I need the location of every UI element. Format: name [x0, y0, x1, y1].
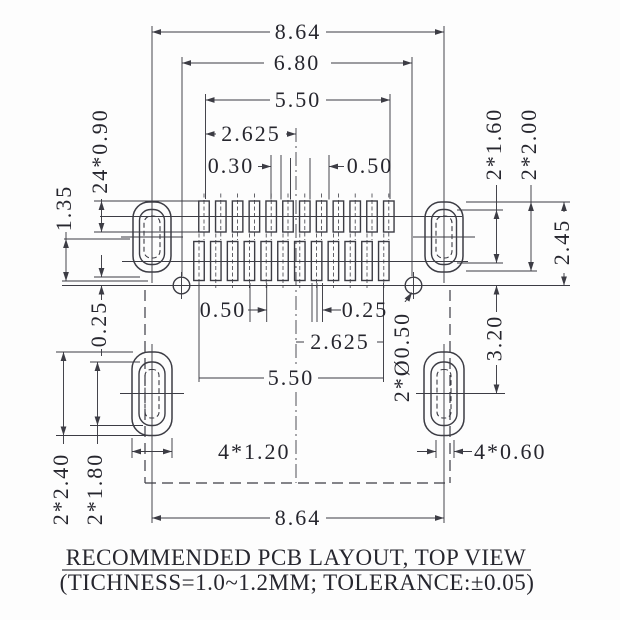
title-block: RECOMMENDED PCB LAYOUT, TOP VIEW (TICHNE…	[60, 545, 535, 595]
dim-via-span: 6.80	[274, 50, 321, 75]
dimension-arrowhead	[94, 416, 101, 426]
dimension-arrowhead	[561, 276, 567, 286]
via-hole-right	[404, 276, 423, 295]
dimension-arrowhead	[152, 515, 161, 521]
dimension-arrowhead	[381, 97, 390, 103]
dim-pad-pitch-top: 0.50	[347, 153, 394, 178]
dim-leg-slot-width: 4*0.60	[474, 439, 547, 464]
dimension-arrowhead	[493, 254, 500, 263]
dimension-arrowhead	[60, 426, 67, 436]
mounting-pad-top-left	[132, 201, 172, 273]
dimension-arrowheads	[60, 29, 567, 521]
dim-pad-pitch-bottom: 0.50	[200, 297, 247, 322]
dim-pad-width-top: 0.30	[208, 153, 255, 178]
drawing-title: RECOMMENDED PCB LAYOUT, TOP VIEW	[66, 545, 527, 570]
dimension-arrowhead	[322, 307, 332, 313]
dim-overall-width-bottom: 8.64	[275, 505, 322, 530]
dim-center-offset-bottom: 0.25	[342, 297, 389, 322]
dimension-arrowhead	[205, 131, 215, 137]
dim-overall-width-top: 8.64	[275, 19, 322, 44]
dimension-arrowhead	[63, 272, 69, 281]
dimension-arrowhead	[132, 448, 141, 455]
dim-pad-array-length: 24*0.90	[87, 108, 112, 194]
dimension-arrowhead	[152, 29, 161, 35]
dim-row-gap-left: 1.35	[51, 185, 76, 232]
dim-shell-to-via-right: 2.45	[549, 219, 574, 266]
dimension-arrowhead	[493, 384, 500, 394]
dimension-arrowhead	[287, 131, 296, 137]
dim-leg-pad-width: 4*1.20	[218, 439, 291, 464]
dimension-arrowhead	[403, 60, 412, 66]
dim-via-to-leg-right: 3.20	[482, 315, 507, 362]
dimension-arrowhead	[528, 262, 534, 271]
dimension-arrowhead	[561, 202, 567, 211]
dimension-arrowhead	[262, 163, 271, 170]
dim-shell-pad-height-right: 2*2.00	[516, 108, 541, 181]
dimension-arrowhead	[528, 202, 534, 211]
label-backgrounds	[56, 105, 575, 413]
dim-pad-span-top: 5.50	[275, 87, 322, 112]
dim-leg-slot-height-left: 2*1.80	[82, 453, 107, 526]
dimension-arrowhead	[60, 352, 67, 361]
connector-body-outline	[144, 290, 451, 484]
dimension-arrowhead	[98, 223, 105, 232]
dimension-arrowhead	[163, 448, 172, 455]
dimension-arrowhead	[454, 448, 463, 455]
dimension-arrowhead	[94, 362, 101, 371]
dim-shell-slot-height-right: 2*1.60	[481, 108, 506, 181]
dimension-arrowhead	[427, 448, 436, 455]
mounting-pad-bottom-left	[131, 351, 173, 437]
dimension-arrowhead	[329, 163, 338, 170]
dimension-arrowhead	[493, 285, 500, 295]
dimension-arrowhead	[63, 239, 69, 248]
dimension-labels: 8.64 6.80 5.50 2.625 0.30 0.50 24*0.90 1…	[48, 19, 574, 530]
dim-via-diameter: 2*Ø0.50	[389, 312, 414, 402]
dim-pad-span-bottom: 5.50	[268, 365, 315, 390]
dimension-arrowhead	[257, 307, 267, 313]
mounting-pad-top-right	[424, 201, 464, 273]
contact-pad-arrays	[193, 193, 395, 288]
via-hole-left	[172, 276, 191, 295]
dim-half-span-top: 2.625	[221, 121, 281, 146]
dimension-arrowhead	[98, 285, 105, 295]
dimension-arrowhead	[493, 210, 500, 219]
dimension-arrowhead	[404, 292, 412, 302]
drawing-note: (TICHNESS=1.0~1.2MM; TOLERANCE:±0.05)	[60, 570, 535, 595]
dimension-arrowhead	[98, 201, 105, 210]
dimension-arrowhead	[205, 97, 215, 103]
dim-edge-offset-left: 0.25	[86, 301, 111, 348]
dimension-arrowhead	[435, 29, 444, 35]
dimension-arrowhead	[182, 60, 191, 66]
dimension-arrowhead	[98, 268, 105, 277]
mounting-pad-bottom-right	[423, 351, 465, 437]
dim-half-span-bottom: 2.625	[310, 329, 370, 354]
dimension-arrowhead	[435, 515, 444, 521]
dim-leg-pad-height-left: 2*2.40	[48, 453, 73, 526]
